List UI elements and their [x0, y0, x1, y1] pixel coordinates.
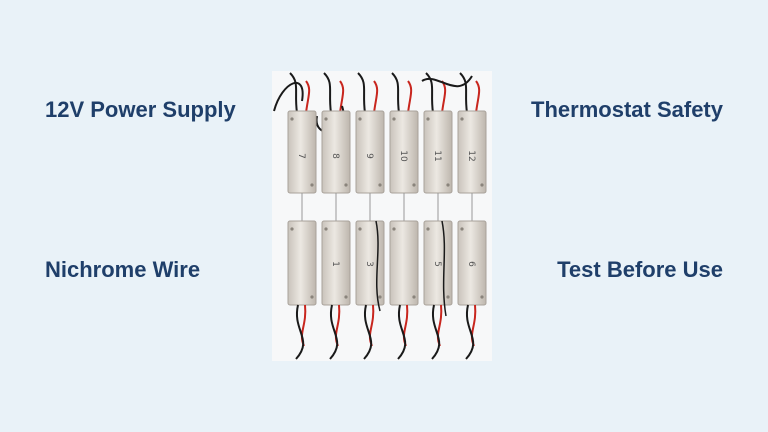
screw — [460, 227, 464, 231]
screw — [412, 183, 416, 187]
heater-element — [321, 220, 351, 306]
wire-black — [329, 304, 339, 360]
screw — [392, 227, 396, 231]
heater-number-mark: 6 — [466, 261, 476, 267]
screw — [290, 227, 294, 231]
wire-red — [475, 80, 481, 114]
screw — [310, 183, 314, 187]
screw — [324, 227, 328, 231]
wire-red — [441, 80, 447, 114]
heater-element — [389, 220, 419, 306]
wire-black — [431, 304, 441, 360]
wire-black — [295, 304, 305, 360]
wire-black — [397, 304, 407, 360]
label-test-before-use: Test Before Use — [557, 257, 723, 282]
wire-loop — [421, 75, 473, 88]
wire-red — [407, 80, 413, 114]
heater-element — [423, 220, 453, 306]
wire-red — [305, 80, 311, 114]
heater-element — [287, 220, 317, 306]
screw — [344, 183, 348, 187]
screw — [324, 117, 328, 121]
heater-number-mark: 11 — [432, 150, 442, 161]
wire-black — [459, 72, 468, 114]
screw — [460, 117, 464, 121]
screw — [290, 117, 294, 121]
screw — [392, 117, 396, 121]
screw — [446, 183, 450, 187]
wire-black — [289, 72, 298, 114]
wire-red — [339, 80, 345, 114]
heater-number-mark: 1 — [330, 261, 340, 267]
heater-element — [287, 110, 317, 194]
screw — [446, 295, 450, 299]
heater-number-mark: 8 — [330, 153, 340, 159]
wire-black — [323, 72, 332, 114]
heater-number-mark: 10 — [398, 150, 408, 162]
wire-black — [363, 304, 373, 360]
heater-number-mark: 5 — [432, 261, 442, 267]
wire-black — [357, 72, 366, 114]
heater-number-mark: 3 — [364, 261, 374, 267]
screw — [480, 183, 484, 187]
wire-black — [375, 220, 381, 312]
screw — [310, 295, 314, 299]
screw — [358, 117, 362, 121]
heater-element — [321, 110, 351, 194]
screw — [426, 227, 430, 231]
wire-loop — [273, 81, 304, 112]
heater-element — [355, 110, 385, 194]
label-thermostat-safety: Thermostat Safety — [531, 97, 723, 122]
heater-number-mark: 12 — [466, 150, 476, 161]
label-12v-power-supply: 12V Power Supply — [45, 97, 236, 122]
heater-number-mark: 7 — [296, 153, 306, 159]
wire-black — [425, 72, 434, 114]
wire-red — [373, 80, 379, 114]
screw — [412, 295, 416, 299]
screw — [378, 183, 382, 187]
screw — [480, 295, 484, 299]
wire-black — [391, 72, 400, 114]
wire-black — [441, 220, 447, 317]
heater-number-mark: 9 — [364, 153, 374, 159]
wire-black — [465, 304, 475, 360]
screw — [344, 295, 348, 299]
screw — [426, 117, 430, 121]
screw — [378, 295, 382, 299]
heater-element — [457, 220, 487, 306]
screw — [358, 227, 362, 231]
label-nichrome-wire: Nichrome Wire — [45, 257, 201, 282]
